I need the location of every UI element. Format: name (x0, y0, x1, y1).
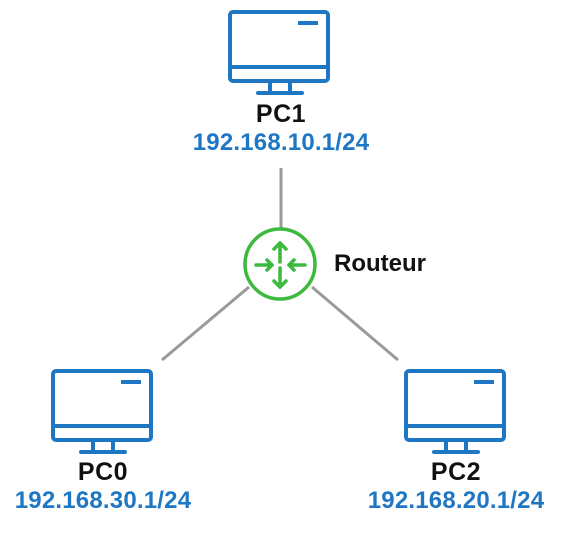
pc1-ip: 192.168.10.1/24 (192, 129, 370, 156)
link-router-pc0 (161, 285, 250, 362)
pc0-ip: 192.168.30.1/24 (14, 487, 192, 514)
link-router-pc2 (311, 285, 399, 362)
pc2-monitor-icon (404, 369, 506, 454)
pc0-monitor-icon (51, 369, 153, 454)
router-name: Routeur (334, 250, 426, 277)
pc0-name: PC0 (77, 458, 129, 486)
router-icon (243, 227, 317, 301)
pc1-name: PC1 (255, 100, 307, 128)
pc1-monitor-icon (228, 10, 330, 95)
pc2-ip: 192.168.20.1/24 (367, 487, 545, 514)
pc2-name: PC2 (430, 458, 482, 486)
